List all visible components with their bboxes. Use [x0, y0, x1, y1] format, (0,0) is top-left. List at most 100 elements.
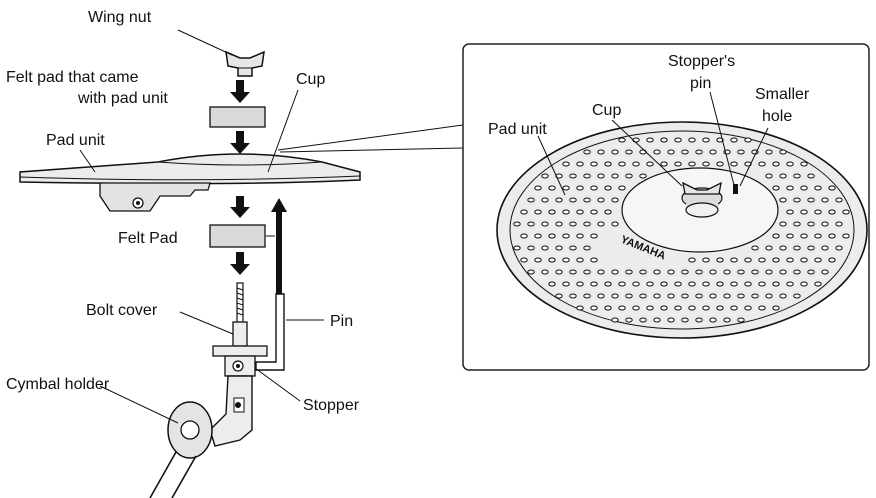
bolt-and-cover-part	[212, 282, 268, 357]
label-wing-nut: Wing nut	[88, 9, 152, 26]
vent-hole	[758, 257, 766, 263]
vent-hole	[562, 209, 570, 215]
vent-hole	[758, 161, 766, 167]
vent-hole	[646, 281, 654, 287]
vent-hole	[800, 257, 808, 263]
label-stopper: Stopper	[303, 397, 360, 414]
vent-hole	[527, 245, 535, 251]
leader-lines-right	[537, 91, 769, 196]
vent-hole	[597, 293, 605, 299]
vent-hole	[716, 257, 724, 263]
vent-hole	[576, 185, 584, 191]
down-arrow-3	[230, 196, 250, 218]
vent-hole	[765, 293, 773, 299]
vent-holes	[513, 137, 850, 323]
vent-hole	[646, 161, 654, 167]
vent-hole	[576, 233, 584, 239]
vent-hole	[793, 173, 801, 179]
vent-hole	[758, 305, 766, 311]
vent-hole	[814, 233, 822, 239]
vent-hole	[541, 269, 549, 275]
vent-hole	[667, 293, 675, 299]
vent-hole	[793, 269, 801, 275]
vent-hole	[527, 221, 535, 227]
vent-hole	[604, 185, 612, 191]
label-pin: Pin	[330, 313, 353, 330]
vent-hole	[807, 269, 815, 275]
vent-hole	[709, 293, 717, 299]
vent-hole	[828, 257, 836, 263]
vent-hole	[625, 269, 633, 275]
vent-hole	[562, 281, 570, 287]
vent-hole	[779, 293, 787, 299]
vent-hole	[590, 233, 598, 239]
vent-hole	[772, 233, 780, 239]
vent-hole	[583, 245, 591, 251]
vent-hole	[639, 173, 647, 179]
vent-hole	[604, 281, 612, 287]
vent-hole	[695, 269, 703, 275]
vent-hole	[660, 137, 668, 143]
vent-hole	[534, 209, 542, 215]
vent-hole	[569, 269, 577, 275]
vent-hole	[730, 305, 738, 311]
vent-hole	[639, 293, 647, 299]
vent-hole	[611, 173, 619, 179]
vent-hole	[765, 245, 773, 251]
vent-hole	[821, 245, 829, 251]
vent-hole	[520, 209, 528, 215]
vent-hole	[744, 257, 752, 263]
pin-part	[255, 293, 285, 371]
vent-hole	[765, 149, 773, 155]
vent-hole	[625, 293, 633, 299]
cymbal-holder-part	[149, 375, 253, 498]
down-arrow-1	[230, 80, 250, 103]
vent-hole	[674, 161, 682, 167]
vent-hole	[653, 269, 661, 275]
vent-hole	[716, 161, 724, 167]
vent-hole	[744, 137, 752, 143]
vent-hole	[583, 173, 591, 179]
vent-hole	[828, 185, 836, 191]
vent-hole	[828, 209, 836, 215]
vent-hole	[527, 269, 535, 275]
vent-hole	[814, 185, 822, 191]
vent-hole	[702, 161, 710, 167]
label-pad-unit-right: Pad unit	[488, 121, 547, 138]
vent-hole	[576, 257, 584, 263]
vent-hole	[723, 317, 731, 323]
vent-hole	[800, 161, 808, 167]
vent-hole	[597, 221, 605, 227]
vent-hole	[814, 281, 822, 287]
label-smaller-hole-line1: Smaller	[755, 86, 810, 103]
vent-hole	[828, 233, 836, 239]
vent-hole	[604, 209, 612, 215]
vent-hole	[681, 269, 689, 275]
vent-hole	[807, 221, 815, 227]
vent-hole	[793, 245, 801, 251]
vent-hole	[569, 197, 577, 203]
vent-hole	[786, 233, 794, 239]
vent-hole	[653, 293, 661, 299]
vent-hole	[807, 173, 815, 179]
vent-hole	[597, 173, 605, 179]
vent-hole	[583, 197, 591, 203]
vent-hole	[758, 281, 766, 287]
vent-hole	[667, 269, 675, 275]
vent-hole	[576, 209, 584, 215]
vent-hole	[716, 137, 724, 143]
vent-hole	[653, 149, 661, 155]
label-cymbal-holder: Cymbal holder	[6, 376, 110, 393]
vent-hole	[807, 197, 815, 203]
vent-hole	[688, 281, 696, 287]
vent-hole	[793, 221, 801, 227]
vent-hole	[786, 257, 794, 263]
vent-hole	[688, 137, 696, 143]
vent-hole	[674, 137, 682, 143]
vent-hole	[555, 293, 563, 299]
vent-hole	[765, 269, 773, 275]
vent-hole	[681, 149, 689, 155]
label-stoppers-pin-line2: pin	[690, 75, 711, 92]
